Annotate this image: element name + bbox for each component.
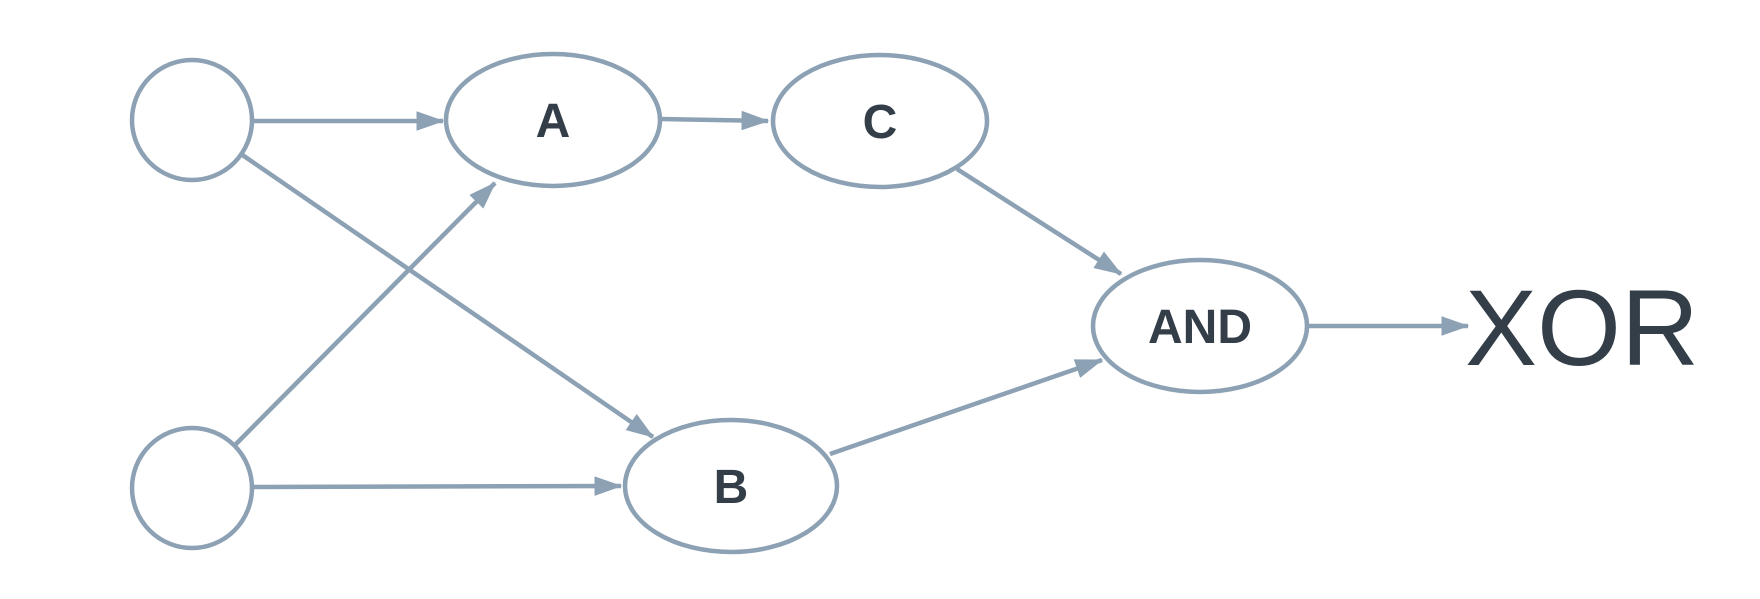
- node-c-label: C: [863, 96, 898, 149]
- input2-circle: [129, 425, 255, 551]
- edges: [232, 110, 1470, 496]
- node-input1: [129, 57, 255, 183]
- node-a: A: [443, 51, 663, 189]
- node-a-ellipse: [443, 51, 663, 189]
- node-c: C: [770, 52, 990, 190]
- edge-c-to-and: [955, 167, 1123, 276]
- output-xor-label: XOR: [1465, 267, 1699, 388]
- edge-input2-to-a: [232, 181, 497, 448]
- node-and-label: AND: [1148, 301, 1252, 354]
- edge-a-to-c: [659, 110, 770, 131]
- node-and-ellipse: [1090, 257, 1310, 395]
- input1-circle: [129, 57, 255, 183]
- node-input2: [129, 425, 255, 551]
- node-c-ellipse: [770, 52, 990, 190]
- node-b-ellipse: [622, 417, 840, 555]
- edge-input2-to-b: [252, 476, 623, 496]
- edge-input1-to-b: [239, 152, 655, 439]
- node-a-label: A: [536, 95, 571, 148]
- edge-b-to-and: [829, 357, 1104, 457]
- node-and: AND: [1090, 257, 1310, 395]
- node-b: B: [622, 417, 840, 555]
- node-b-label: B: [714, 461, 749, 514]
